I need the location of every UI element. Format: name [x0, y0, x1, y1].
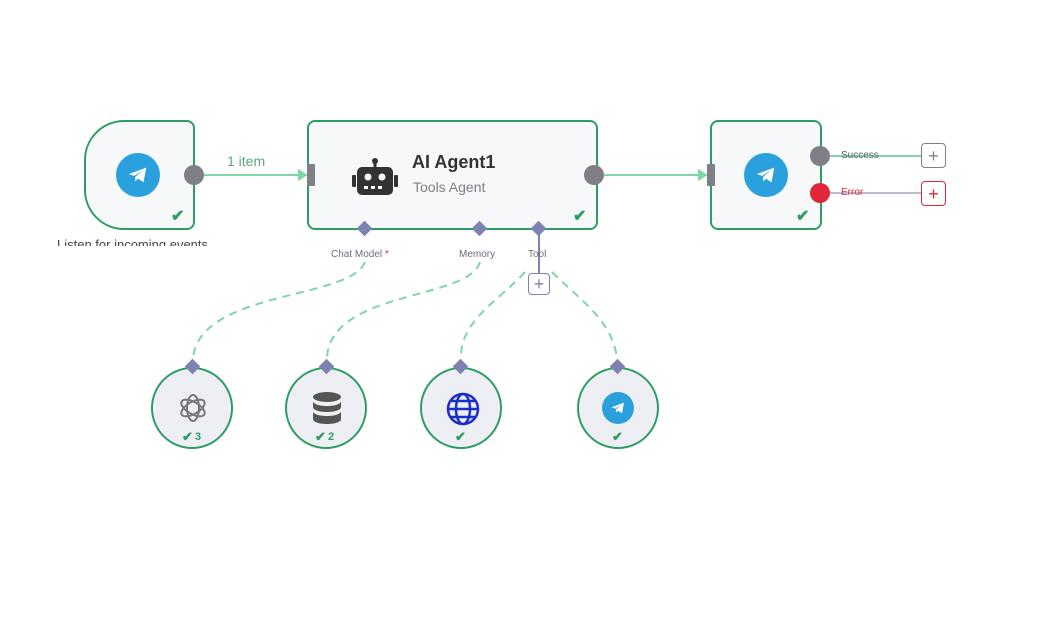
connection-tool-telegram: [551, 271, 618, 359]
telegram-icon: [744, 153, 788, 197]
connection-arrow-trigger: [298, 169, 308, 181]
telegram-icon: [602, 392, 634, 424]
success-output-label: Success: [841, 150, 879, 161]
openai-icon: [175, 390, 211, 431]
error-output-label: Error: [841, 187, 864, 198]
add-success-node-button[interactable]: +: [921, 143, 946, 168]
http-request-tool-node[interactable]: ✔: [420, 367, 502, 449]
connection-memory: [326, 261, 481, 359]
openai-chat-model-node[interactable]: ✔ 3: [151, 367, 233, 449]
agent-input-handle[interactable]: [307, 164, 315, 186]
run-count: 2: [328, 431, 335, 443]
memory-label: Memory: [459, 249, 496, 260]
success-check-icon: ✔: [315, 429, 326, 444]
add-error-node-button[interactable]: +: [921, 181, 946, 206]
connection-chat-model: [192, 261, 366, 359]
connection-tool-http: [459, 271, 526, 359]
robot-icon: [351, 157, 399, 202]
telegram-icon: [116, 153, 160, 197]
globe-icon: [445, 391, 481, 432]
success-check-icon: ✔: [455, 429, 466, 444]
success-output-handle[interactable]: [810, 146, 830, 166]
run-count: 3: [195, 431, 202, 443]
agent-title: AI Agent1: [412, 152, 496, 172]
edge-item-count-label: 1 item: [227, 153, 266, 169]
telegram-tool-node[interactable]: ✔: [577, 367, 659, 449]
chat-model-label-text: Chat Model: [331, 249, 383, 260]
tool-label: Tool: [528, 249, 547, 260]
required-marker: *: [384, 249, 389, 260]
success-check-icon: ✔: [796, 208, 810, 225]
error-output-handle[interactable]: [810, 183, 830, 203]
telegram-action-node[interactable]: ✔: [710, 120, 822, 230]
success-check-icon: ✔: [182, 429, 193, 444]
memory-database-node[interactable]: ✔ 2: [285, 367, 367, 449]
database-icon: [312, 392, 342, 431]
trigger-output-handle[interactable]: [184, 165, 204, 185]
success-check-icon: ✔: [171, 208, 185, 225]
agent-subtitle: Tools Agent: [413, 179, 486, 195]
telegram-input-handle[interactable]: [707, 164, 715, 186]
agent-output-handle[interactable]: [584, 165, 604, 185]
telegram-trigger-node[interactable]: ✔: [84, 120, 195, 230]
trigger-node-caption: Listen for incoming events: [57, 238, 207, 246]
success-check-icon: ✔: [573, 208, 587, 225]
success-check-icon: ✔: [612, 429, 623, 444]
add-tool-button[interactable]: +: [528, 273, 550, 295]
chat-model-label: Chat Model *: [331, 249, 389, 260]
connection-arrow-agent: [698, 169, 708, 181]
ai-agent-node[interactable]: AI Agent1 Tools Agent ✔: [307, 120, 598, 230]
